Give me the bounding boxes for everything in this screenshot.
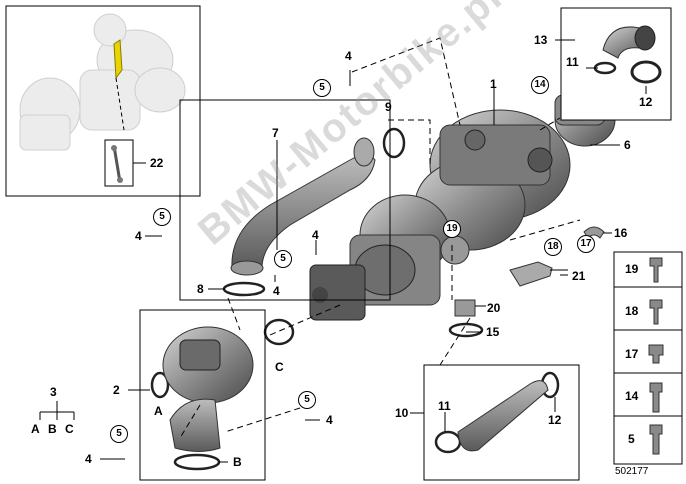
label-part-4d: 4 (273, 284, 280, 298)
ring-c (263, 318, 295, 346)
inset-13 (560, 7, 672, 121)
ring-9 (382, 127, 406, 159)
highlighted-pipe (113, 39, 123, 80)
circled-label-17: 17 (577, 235, 595, 253)
ring-15 (448, 322, 484, 338)
circled-label-5b: 5 (153, 208, 171, 226)
pipe-10 (457, 380, 549, 452)
label-part-8: 8 (197, 282, 204, 296)
label-part-22: 22 (150, 156, 164, 170)
ring-11 (434, 430, 462, 454)
circled-label-14: 14 (531, 76, 549, 94)
kit-letter-c: C (65, 422, 74, 436)
label-part-4b: 4 (135, 229, 142, 243)
throttle-housing-2 (162, 326, 254, 452)
label-part-3: 3 (50, 385, 57, 399)
legend-label-5: 5 (628, 432, 635, 446)
label-part-1: 1 (490, 77, 497, 91)
label-part-4f: 4 (85, 452, 92, 466)
label-part-12b: 12 (548, 413, 562, 427)
label-part-4e: 4 (326, 413, 333, 427)
circled-label-5d: 5 (298, 391, 316, 409)
overview-inset (5, 5, 201, 197)
part-21-bracket (509, 261, 553, 287)
label-part-15: 15 (486, 325, 500, 339)
label-part-16: 16 (614, 226, 628, 240)
ghost-turbo-assembly (19, 13, 186, 151)
inset-frame-7 (179, 99, 391, 301)
pipe-22-icon (112, 145, 122, 183)
bolt-19-icon (649, 257, 663, 283)
legend-label-17: 17 (625, 347, 639, 361)
leader-lines (39, 39, 647, 463)
ring-a (150, 371, 170, 399)
legend-label-19: 19 (625, 262, 639, 276)
label-part-11b: 11 (438, 399, 451, 413)
kit-letter-b: B (48, 422, 57, 436)
circled-label-5c: 5 (274, 250, 292, 268)
label-part-6: 6 (624, 138, 631, 152)
ring-8 (222, 281, 266, 297)
letter-label-c: C (275, 360, 284, 374)
label-part-9: 9 (385, 100, 392, 114)
bolt-18-icon (649, 299, 663, 325)
part-20-fitting (454, 299, 476, 317)
label-part-11a: 11 (566, 55, 579, 69)
dashed-connectors (179, 37, 581, 439)
label-part-4c: 4 (312, 228, 319, 242)
legend-label-18: 18 (625, 304, 639, 318)
bolt-14-icon (649, 382, 663, 413)
bolt-legend-dividers (614, 286, 682, 417)
circled-label-18: 18 (544, 238, 562, 256)
label-part-10: 10 (395, 406, 409, 420)
label-part-21: 21 (572, 269, 586, 283)
circled-label-5a: 5 (313, 79, 331, 97)
circled-label-5e: 5 (110, 425, 128, 443)
inset-frame-10 (423, 364, 580, 481)
label-part-12a: 12 (639, 95, 653, 109)
charge-pipe-7 (230, 137, 376, 276)
bolt-17-icon (648, 344, 664, 364)
diagram-reference-number: 502177 (615, 466, 649, 477)
letter-label-b: B (233, 455, 242, 469)
bolt-legend-frame (613, 251, 683, 465)
inset-frame-2 (139, 309, 266, 481)
kit-letter-a: A (31, 422, 40, 436)
label-part-2: 2 (113, 383, 120, 397)
label-part-7: 7 (272, 126, 279, 140)
label-part-20: 20 (487, 301, 501, 315)
circled-label-19: 19 (443, 220, 461, 238)
bolt-5-icon (649, 424, 663, 455)
bolt-icons (648, 257, 664, 455)
turbocharger-assembly (309, 109, 571, 321)
letter-label-a: A (154, 404, 163, 418)
ring-b (173, 453, 221, 471)
label-part-13: 13 (534, 33, 548, 47)
legend-label-14: 14 (625, 389, 639, 403)
label-part-4a: 4 (345, 49, 352, 63)
